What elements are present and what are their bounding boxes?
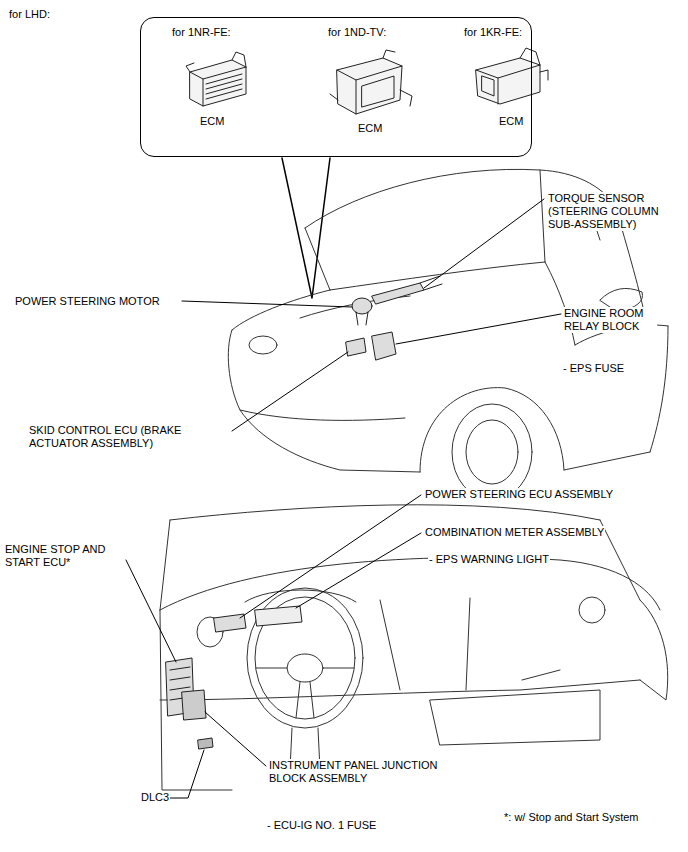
part-label: - ECU-IG NO. 1 FUSE: [266, 819, 377, 832]
callout-pointer: [282, 158, 330, 298]
part-label: DLC3: [140, 791, 170, 804]
part-label: POWER STEERING MOTOR: [14, 295, 161, 308]
part-label: ENGINE STOP AND START ECU*: [4, 543, 124, 569]
part-name: ECM: [357, 122, 383, 135]
interior-components: [166, 606, 302, 749]
part-label: - EPS FUSE: [562, 362, 625, 375]
part-name: ECM: [199, 115, 225, 128]
ecm-icon: [330, 50, 412, 114]
part-label: *: w/ Stop and Start System: [503, 811, 640, 824]
part-label: POWER STEERING ECU ASSEMBLY: [424, 488, 614, 501]
ecm-icon: [186, 52, 246, 106]
part-name: ECM: [498, 115, 524, 128]
part-label: SKID CONTROL ECU (BRAKE ACTUATOR ASSEMBL…: [28, 424, 188, 450]
engine-variant-heading: for 1KR-FE:: [463, 26, 523, 39]
part-label: - EPS WARNING LIGHT: [428, 553, 550, 566]
part-label: INSTRUMENT PANEL JUNCTION BLOCK ASSEMBLY: [268, 759, 470, 785]
part-label: for LHD:: [8, 8, 51, 21]
part-label: ENGINE ROOM RELAY BLOCK: [563, 307, 657, 333]
part-label: TORQUE SENSOR (STEERING COLUMN SUB-ASSEM…: [547, 192, 684, 231]
car-interior: [160, 505, 668, 790]
engine-components: [346, 276, 442, 360]
engine-variant-heading: for 1NR-FE:: [171, 26, 232, 39]
part-label: COMBINATION METER ASSEMBLY: [424, 526, 605, 539]
ecm-icon: [476, 48, 548, 104]
callout-box: for 1NR-FE: ECM for 1ND-TV: ECM for 1KR-FE: E…: [140, 17, 532, 157]
engine-variant-heading: for 1ND-TV:: [327, 26, 387, 39]
